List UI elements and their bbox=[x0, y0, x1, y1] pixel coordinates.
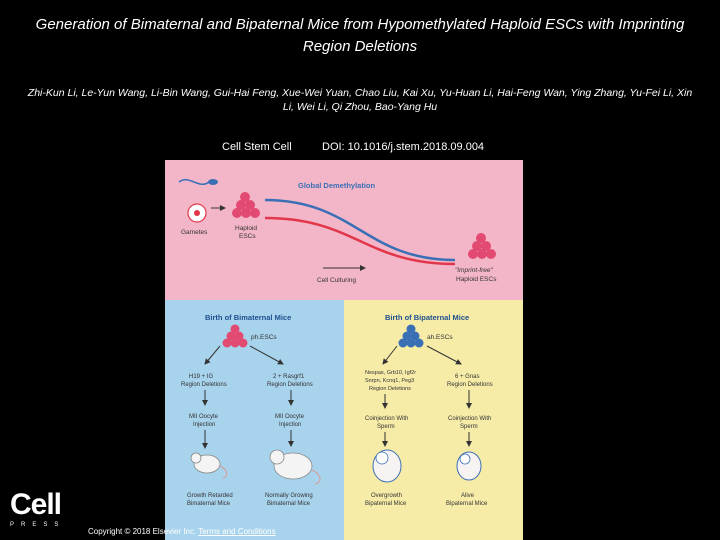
terms-and-conditions-link[interactable]: Terms and Conditions bbox=[198, 527, 276, 536]
sperm-icon bbox=[178, 179, 218, 185]
paper-title: Generation of Bimaternal and Bipaternal … bbox=[35, 16, 685, 55]
bipaternal-deletion-b: 6 + Gnas Region Deletions bbox=[447, 374, 493, 388]
bimaternal-deletion-b: 2 + Rasgrf1 Region Deletions bbox=[267, 374, 313, 388]
top-panel bbox=[165, 160, 523, 300]
ph-esc-cluster-icon bbox=[222, 324, 248, 348]
global-demethylation-label: Global Demethylation bbox=[298, 181, 376, 190]
cell-logo-word: Cell bbox=[10, 488, 62, 521]
bimaternal-outcome-b: Normally Growing Bimaternal Mice bbox=[265, 493, 314, 507]
author-list: Zhi-Kun Li, Le-Yun Wang, Li-Bin Wang, Gu… bbox=[27, 87, 693, 113]
bimaternal-panel bbox=[165, 300, 344, 540]
oocyte-icon bbox=[187, 203, 207, 223]
bipaternal-coinjection-a: Coinjection With Sperm bbox=[365, 416, 410, 430]
bipaternal-outcome-b: Alive Bipaternal Mice bbox=[446, 493, 488, 507]
cell-press-logo: Cell PRESS bbox=[10, 490, 70, 530]
copyright-text: Copyright © 2018 Elsevier Inc. bbox=[88, 527, 197, 536]
journal-name: Cell Stem Cell bbox=[222, 141, 292, 153]
haploid-esc-cluster-icon bbox=[232, 192, 260, 218]
bipaternal-heading: Birth of Bipaternal Mice bbox=[385, 313, 469, 322]
small-mouse-icon bbox=[190, 452, 228, 479]
haploid-escs-label: Haploid ESCs bbox=[235, 225, 259, 240]
bipaternal-panel bbox=[344, 300, 523, 540]
ah-escs-label: ah.ESCs bbox=[427, 334, 453, 341]
ph-escs-label: ph.ESCs bbox=[251, 334, 277, 341]
large-mouse-icon bbox=[269, 449, 321, 485]
bipaternal-deletion-a: Nespas, Grb10, Igf2r Snrpn, Kcnq1, Peg3 … bbox=[365, 370, 418, 392]
bimaternal-injection-b: MII Oocyte Injection bbox=[275, 414, 306, 428]
bipaternal-outcome-a: Overgrowth Bipaternal Mice bbox=[365, 493, 407, 507]
demethylation-curve-red bbox=[264, 216, 456, 266]
bipaternal-coinjection-b: Coinjection With Sperm bbox=[448, 416, 493, 430]
graphical-abstract: Gametes Haploid ESCs Global Demethylatio… bbox=[165, 160, 523, 540]
bimaternal-outcome-a: Growth Retarded Bimaternal Mice bbox=[187, 493, 234, 507]
demethylation-curve-blue bbox=[264, 198, 456, 262]
bimaternal-injection-a: MII Oocyte Injection bbox=[189, 414, 220, 428]
cell-culturing-label: Cell Culturing bbox=[317, 277, 356, 284]
copyright-line: Copyright © 2018 Elsevier Inc. Terms and… bbox=[88, 527, 276, 536]
gametes-label: Gametes bbox=[181, 229, 208, 236]
bimaternal-deletion-a: H19 + IG Region Deletions bbox=[181, 374, 227, 388]
ah-esc-cluster-icon bbox=[398, 324, 424, 348]
cell-logo-press: PRESS bbox=[10, 522, 66, 528]
overgrowth-embryo-icon bbox=[372, 449, 402, 483]
imprint-free-label: "Imprint-free" Haploid ESCs bbox=[455, 267, 497, 283]
imprint-free-esc-icon bbox=[468, 233, 496, 259]
bimaternal-heading: Birth of Bimaternal Mice bbox=[205, 313, 291, 322]
doi-text: DOI: 10.1016/j.stem.2018.09.004 bbox=[322, 141, 485, 153]
alive-pup-icon bbox=[456, 451, 482, 481]
